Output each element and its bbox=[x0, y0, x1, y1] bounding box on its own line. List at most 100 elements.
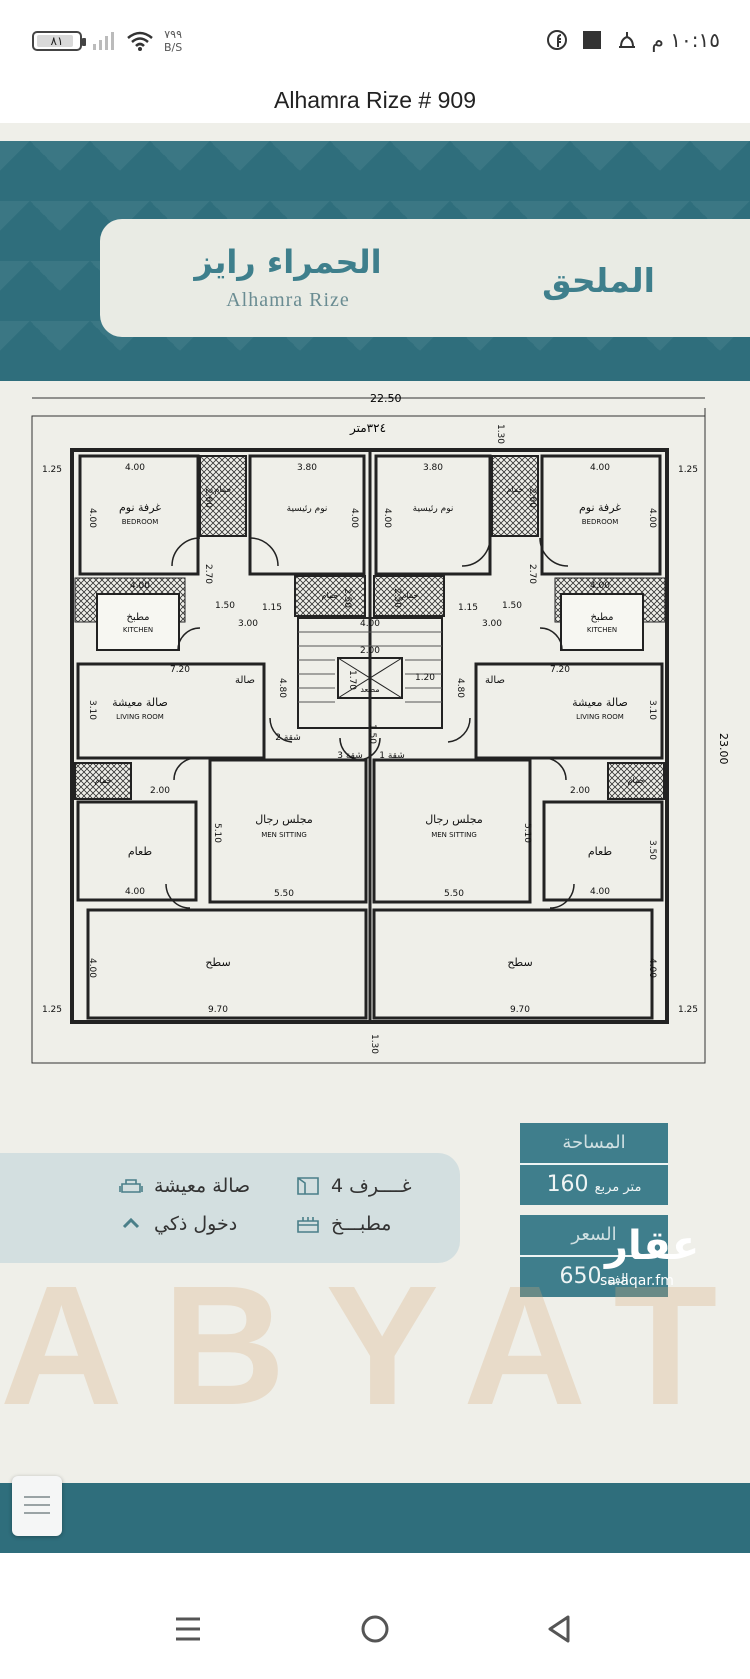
project-banner: الملحق الحمراء رايز Alhamra Rize bbox=[100, 219, 750, 337]
svg-text:4.00: 4.00 bbox=[590, 887, 610, 897]
room-dining-left: طعام bbox=[128, 845, 152, 858]
svg-text:4.00: 4.00 bbox=[125, 463, 145, 473]
svg-text:LIVING ROOM: LIVING ROOM bbox=[116, 713, 164, 721]
back-icon[interactable] bbox=[540, 1609, 580, 1649]
svg-text:4.00: 4.00 bbox=[590, 463, 610, 473]
room-hall-right: صالة bbox=[485, 675, 505, 686]
room-bath-5: حمام bbox=[95, 776, 112, 785]
feature-living: صالة معيشة bbox=[118, 1175, 250, 1197]
svg-text:5.10: 5.10 bbox=[522, 823, 532, 843]
menu-handle-button[interactable] bbox=[12, 1476, 62, 1536]
svg-text:9.70: 9.70 bbox=[510, 1005, 530, 1015]
sofa-icon bbox=[119, 1179, 143, 1193]
svg-text:1.25: 1.25 bbox=[42, 465, 62, 475]
svg-text:4.00: 4.00 bbox=[647, 958, 657, 978]
svg-text:4.00: 4.00 bbox=[130, 581, 150, 591]
svg-text:3.00: 3.00 bbox=[482, 619, 502, 629]
facebook-icon bbox=[546, 30, 567, 50]
svg-text:4.80: 4.80 bbox=[455, 678, 465, 698]
svg-text:KITCHEN: KITCHEN bbox=[123, 626, 153, 634]
aqar-url: sa.aqar.fm bbox=[600, 1273, 674, 1289]
svg-text:2.60: 2.60 bbox=[203, 488, 213, 508]
svg-text:BEDROOM: BEDROOM bbox=[122, 518, 159, 526]
floor-plan: 22.50 23.00 ٣٢٤متر bbox=[31, 392, 730, 1064]
room-hall-left: صالة bbox=[235, 675, 255, 686]
recents-icon[interactable] bbox=[168, 1609, 208, 1649]
svg-text:3.10: 3.10 bbox=[647, 700, 657, 720]
svg-text:1.15: 1.15 bbox=[458, 603, 478, 613]
room-bath-2: حمام bbox=[507, 485, 524, 494]
room-bedroom-left: غرفة نوم bbox=[119, 501, 161, 514]
listing-image: الملحق الحمراء رايز Alhamra Rize 22.50 2… bbox=[0, 123, 750, 1553]
svg-text:4.00: 4.00 bbox=[87, 508, 97, 528]
app-square-icon bbox=[582, 31, 601, 49]
svg-text:1.30: 1.30 bbox=[369, 1034, 379, 1054]
svg-text:2.00: 2.00 bbox=[150, 786, 170, 796]
room-roof-right: سطح bbox=[507, 956, 532, 969]
wifi-icon bbox=[127, 31, 153, 51]
svg-text:2.70: 2.70 bbox=[527, 564, 537, 584]
room-dining-right: طعام bbox=[588, 845, 612, 858]
project-title-ar: الحمراء رايز bbox=[194, 243, 382, 281]
svg-text:1.30: 1.30 bbox=[495, 424, 505, 444]
header-band: الملحق الحمراء رايز Alhamra Rize bbox=[0, 141, 750, 381]
svg-text:4.00: 4.00 bbox=[87, 958, 97, 978]
svg-text:1.70: 1.70 bbox=[347, 670, 357, 690]
svg-text:2.00: 2.00 bbox=[570, 786, 590, 796]
svg-text:2.00: 2.00 bbox=[360, 646, 380, 656]
label-apt-1: شقة 1 bbox=[379, 751, 405, 761]
room-bath-4: حمام bbox=[402, 591, 419, 600]
svg-text:5.10: 5.10 bbox=[212, 823, 222, 843]
project-title-en: Alhamra Rize bbox=[226, 289, 350, 311]
svg-text:BEDROOM: BEDROOM bbox=[582, 518, 619, 526]
svg-text:2.70: 2.70 bbox=[203, 564, 213, 584]
svg-text:3.00: 3.00 bbox=[238, 619, 258, 629]
aqar-watermark: عقار bbox=[605, 1223, 700, 1269]
room-living-right: صالة معيشة bbox=[572, 696, 628, 709]
kitchen-icon bbox=[297, 1217, 319, 1233]
svg-text:2.50: 2.50 bbox=[392, 588, 402, 608]
home-icon[interactable] bbox=[355, 1609, 395, 1649]
room-majlis-left: مجلس رجال bbox=[255, 813, 313, 826]
battery-level: ٨١ bbox=[50, 34, 64, 48]
annex-label: الملحق bbox=[542, 261, 655, 300]
svg-text:1.50: 1.50 bbox=[367, 724, 377, 744]
svg-text:1.15: 1.15 bbox=[262, 603, 282, 613]
svg-text:1.20: 1.20 bbox=[415, 673, 435, 683]
svg-text:5.50: 5.50 bbox=[444, 889, 464, 899]
footer-band bbox=[0, 1483, 750, 1553]
label-apt-2: شقة 2 bbox=[275, 733, 301, 743]
clock: ١٠:١٥ م bbox=[651, 28, 720, 52]
svg-text:4.00: 4.00 bbox=[590, 581, 610, 591]
svg-text:3.80: 3.80 bbox=[423, 463, 443, 473]
room-elevator: مصعد bbox=[360, 685, 379, 694]
feature-smart-entry: دخول ذكي bbox=[118, 1213, 237, 1235]
system-nav-bar bbox=[0, 1579, 750, 1679]
signal-icon bbox=[93, 32, 114, 50]
room-bath-3: حمام bbox=[322, 591, 339, 600]
area-label: المساحة bbox=[520, 1123, 668, 1165]
svg-text:1.25: 1.25 bbox=[42, 1005, 62, 1015]
room-bath-6: حمام bbox=[628, 776, 645, 785]
svg-text:KITCHEN: KITCHEN bbox=[587, 626, 617, 634]
rooms-icon bbox=[297, 1177, 319, 1195]
svg-text:4.00: 4.00 bbox=[382, 508, 392, 528]
feature-kitchen: مطبـــخ bbox=[295, 1213, 391, 1235]
room-master-right: نوم رئيسية bbox=[413, 504, 454, 514]
svg-text:7.20: 7.20 bbox=[170, 665, 190, 675]
svg-text:1.50: 1.50 bbox=[215, 601, 235, 611]
svg-text:LIVING ROOM: LIVING ROOM bbox=[576, 713, 624, 721]
room-kitchen-left: مطبخ bbox=[126, 612, 149, 623]
room-master-left: نوم رئيسية bbox=[287, 504, 328, 514]
svg-text:4.00: 4.00 bbox=[360, 619, 380, 629]
room-bedroom-right: غرفة نوم bbox=[579, 501, 621, 514]
room-roof-left: سطح bbox=[205, 956, 230, 969]
land-area-label: ٣٢٤متر bbox=[349, 421, 386, 436]
svg-text:3.50: 3.50 bbox=[647, 840, 657, 860]
svg-text:5.50: 5.50 bbox=[274, 889, 294, 899]
